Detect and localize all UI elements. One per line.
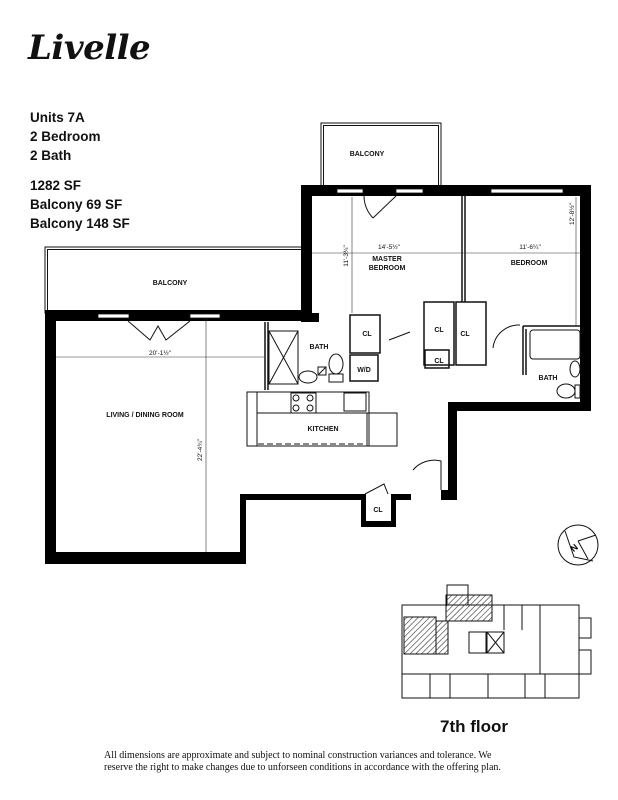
dim-master-depth: 11'-3¾": [343, 245, 350, 267]
balcony-area-1: Balcony 69 SF: [30, 197, 123, 212]
exterior-walls: [45, 185, 591, 564]
doors: [127, 195, 521, 495]
label-closet-2: CL: [434, 327, 444, 334]
balcony-area-2: Balcony 148 SF: [30, 216, 130, 231]
north-arrow-icon: N: [557, 524, 599, 566]
dim-living-depth: 22'-4¾": [197, 438, 204, 461]
bath-1-fixtures: [268, 330, 344, 385]
label-closet-1: CL: [362, 331, 372, 338]
bath-2-fixtures: [529, 329, 581, 399]
dim-bedroom-width: 11'-6¼": [519, 244, 541, 251]
north-label: N: [568, 542, 579, 554]
key-plan: [401, 584, 592, 699]
dim-bedroom-depth: 12'-8½": [568, 202, 576, 225]
interior-walls: [264, 196, 580, 390]
disclaimer: All dimensions are approximate and subje…: [104, 750, 501, 773]
label-master-2: BEDROOM: [369, 265, 406, 272]
label-living-dining: LIVING / DINING ROOM: [106, 412, 184, 419]
unit-bedrooms: 2 Bedroom: [30, 129, 101, 144]
unit-summary: Units 7A 2 Bedroom 2 Bath: [30, 108, 101, 165]
dimension-lines: [56, 197, 580, 552]
unit-name: Units 7A: [30, 110, 85, 125]
key-plan-floor-label: 7th floor: [440, 717, 508, 736]
label-closet-3: CL: [460, 331, 470, 338]
unit-area: 1282 SF: [30, 178, 82, 193]
label-closet-5: CL: [373, 507, 383, 514]
label-closet-4: CL: [434, 358, 444, 365]
kitchen-fixtures: [246, 391, 398, 447]
brand-logo: Livelle: [28, 28, 151, 68]
label-balcony-left: BALCONY: [153, 280, 188, 287]
label-bath-1: BATH: [310, 344, 329, 351]
label-master-1: MASTER: [372, 256, 402, 263]
label-bath-2: BATH: [539, 375, 558, 382]
unit-areas: 1282 SF Balcony 69 SF Balcony 148 SF: [30, 176, 130, 233]
label-washer-dryer: W/D: [357, 367, 371, 374]
unit-baths: 2 Bath: [30, 148, 72, 163]
dim-master-width: 14'-5½": [378, 243, 401, 251]
dim-living-width: 20'-1½": [149, 349, 172, 357]
label-bedroom: BEDROOM: [511, 260, 548, 267]
label-kitchen: KITCHEN: [307, 426, 338, 433]
windows: [97, 188, 564, 319]
label-balcony-top: BALCONY: [350, 151, 385, 158]
